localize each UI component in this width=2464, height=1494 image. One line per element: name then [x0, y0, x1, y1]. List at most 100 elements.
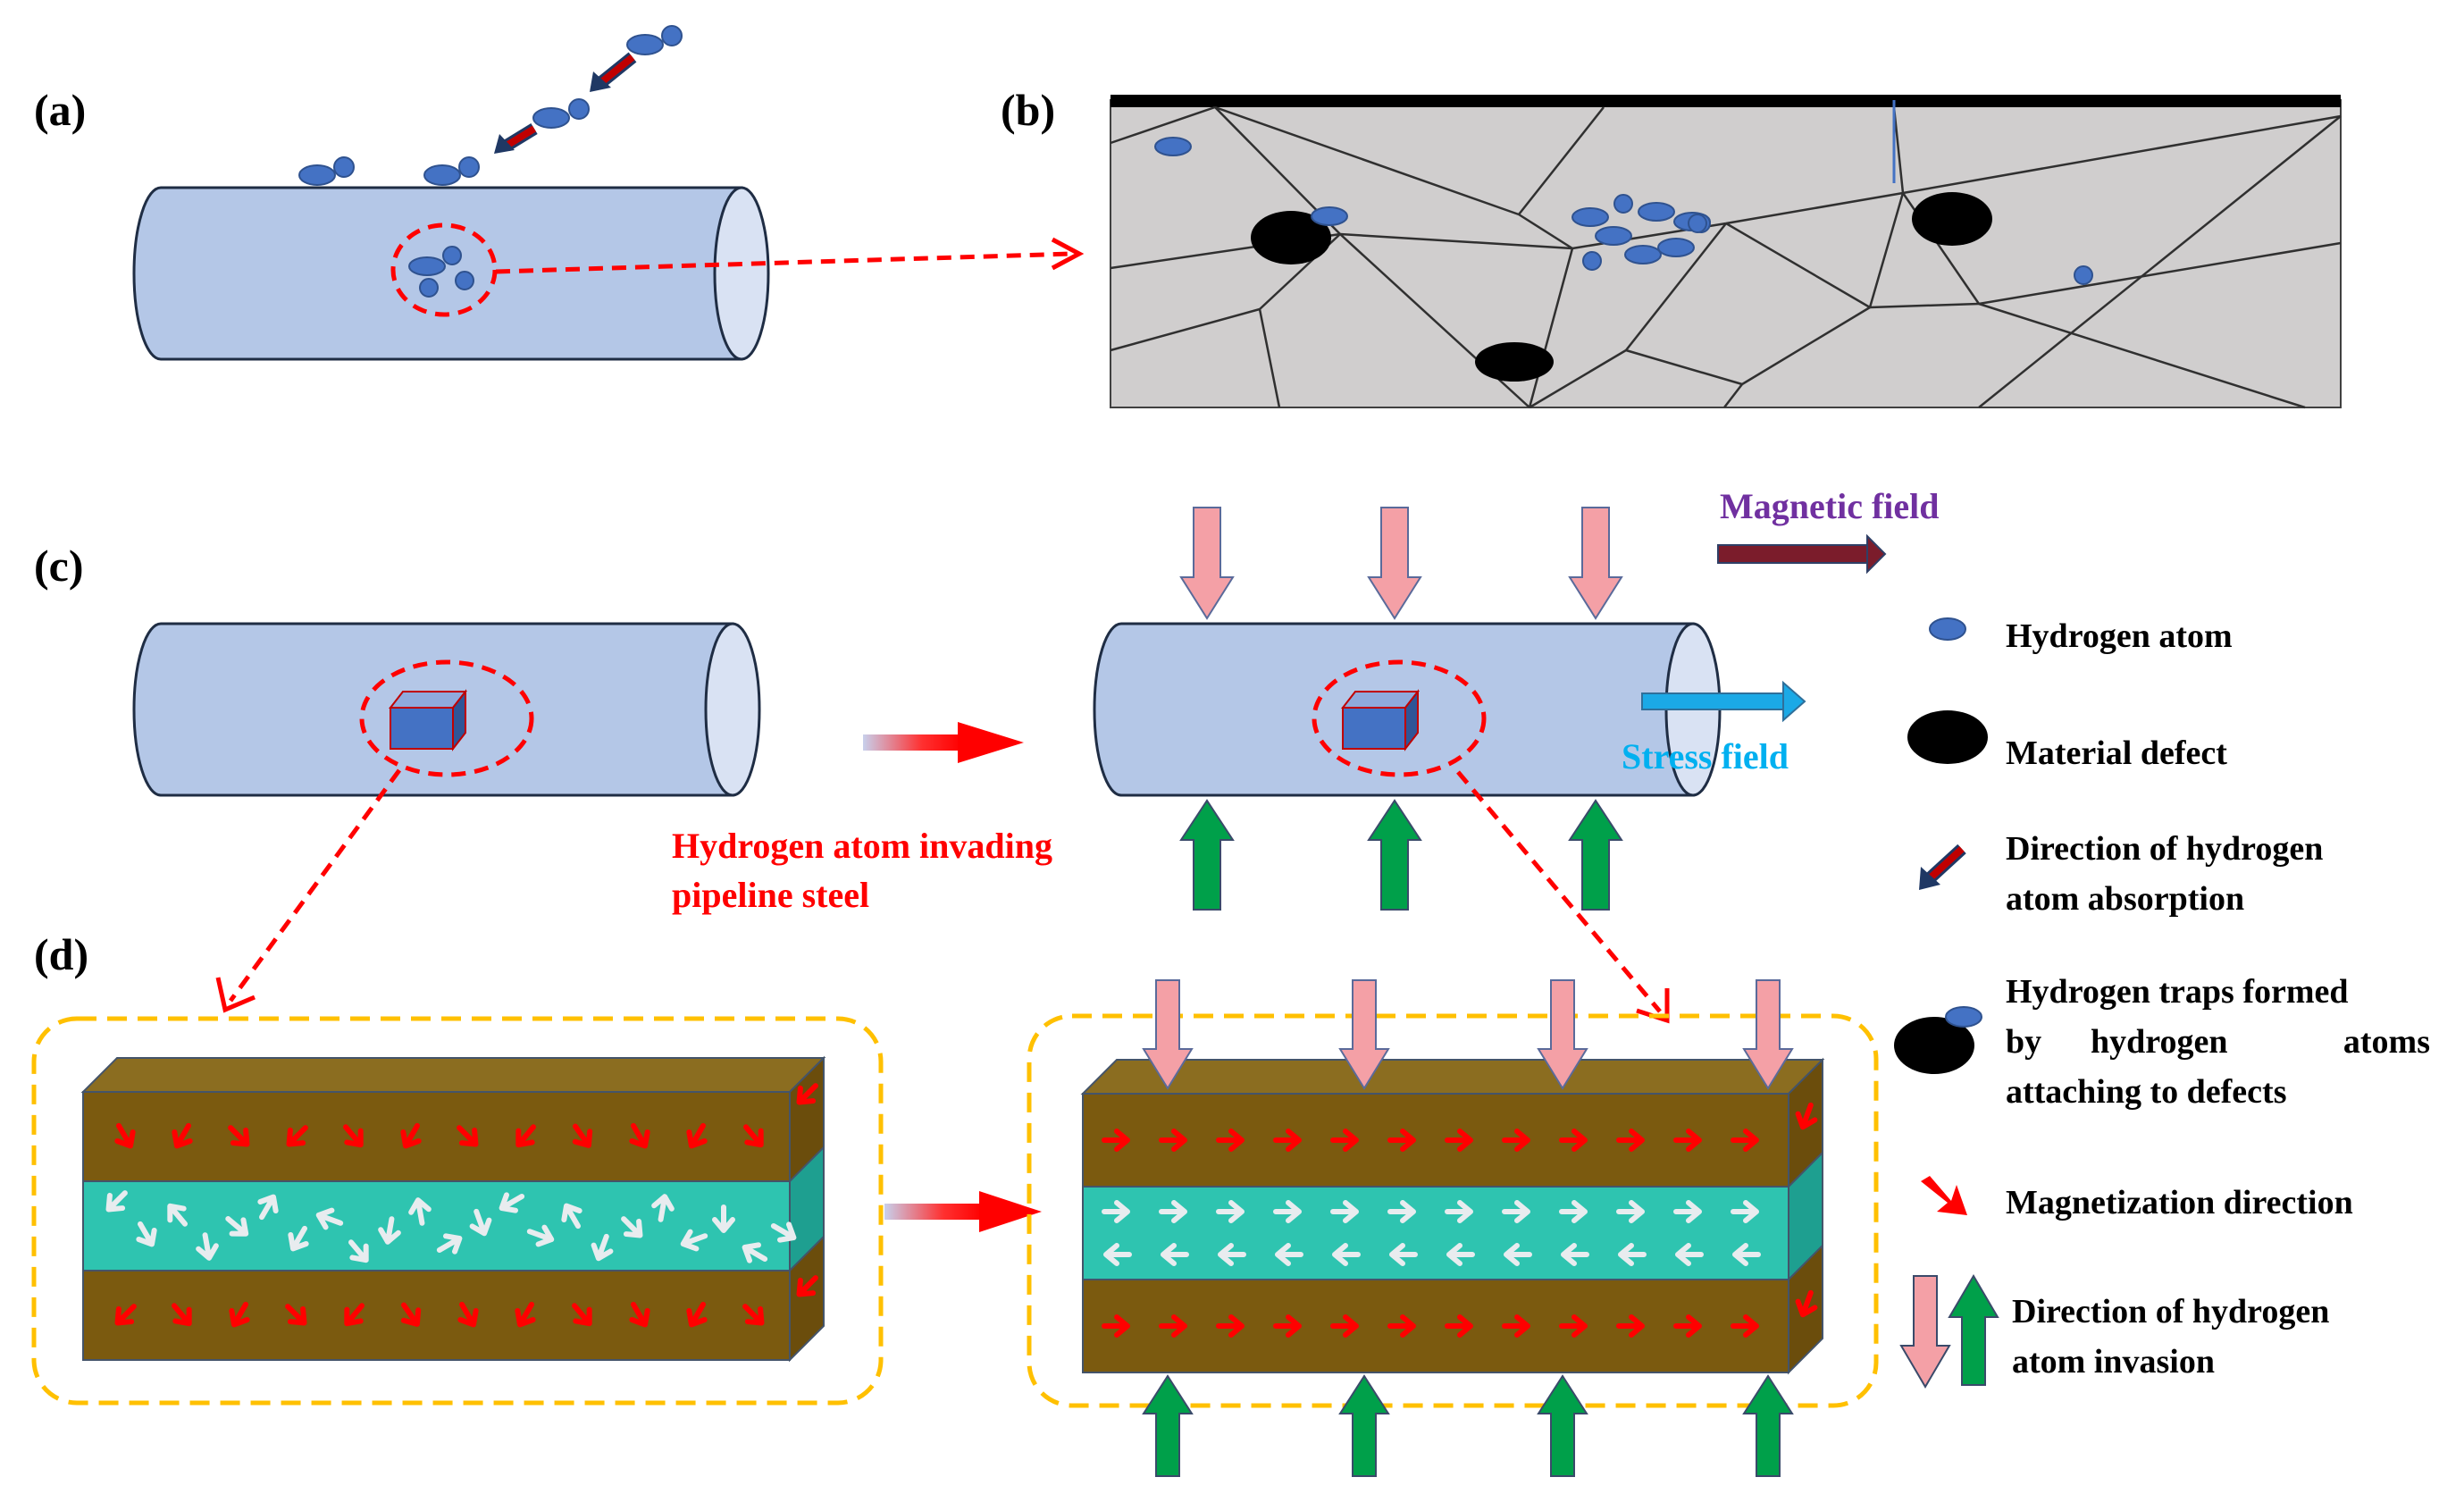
- domain-arrow: [436, 1233, 463, 1255]
- domain-arrow: [770, 1221, 797, 1243]
- invading-label-line1: Hydrogen atom invading: [672, 826, 1052, 866]
- magnetization-arrow: [743, 1124, 764, 1148]
- magnetization-arrow: [796, 1275, 818, 1297]
- magnetization-arrow: [1159, 1129, 1187, 1152]
- domain-arrow: [621, 1216, 643, 1238]
- pipe-c-right: [1093, 622, 1722, 797]
- domain-arrow: [315, 1207, 344, 1230]
- magnetization-arrow: [1273, 1129, 1302, 1152]
- magnetization-arrow: [1445, 1314, 1473, 1338]
- domain-arrow: [378, 1216, 401, 1245]
- pipe-a: [132, 186, 770, 361]
- domain-arrow: [1275, 1243, 1303, 1266]
- domain-arrow: [1561, 1243, 1589, 1266]
- magnetization-arrow: [1616, 1314, 1645, 1338]
- panel-label-d: (d): [34, 929, 88, 979]
- domain-arrow: [1504, 1243, 1532, 1266]
- legend-hydrogen-atom: Hydrogen atom: [2006, 617, 2233, 655]
- hydrogen-atoms-b: [1154, 137, 2093, 285]
- panel-label-a: (a): [34, 85, 86, 135]
- legend-invasion-line2: atom invasion: [2012, 1343, 2215, 1381]
- domain-arrow: [1332, 1243, 1361, 1266]
- green-invasion-arrows-c: [1179, 799, 1623, 911]
- domain-arrow: [105, 1190, 128, 1213]
- legend-magnetization: Magnetization direction: [2006, 1184, 2353, 1221]
- magnetization-arrows-d-right: [1102, 1102, 1818, 1338]
- absorption-arrow-icon: [1919, 844, 1966, 890]
- svg-text:atoms: atoms: [2343, 1023, 2430, 1061]
- domain-arrow: [1103, 1243, 1132, 1266]
- stress-field-label: Stress field: [1622, 736, 1789, 776]
- magnetization-arrow: [572, 1123, 593, 1148]
- hydrogen-trap-icon: [1894, 1006, 1982, 1074]
- magnetization-arrow: [1795, 1102, 1818, 1130]
- legend-traps-line3: attaching to defects: [2006, 1073, 2286, 1111]
- magnetization-arrow: [1616, 1129, 1645, 1152]
- magnetization-arrow: [1330, 1129, 1359, 1152]
- domain-arrow: [680, 1229, 708, 1252]
- hydrogen-atoms-a: [298, 25, 683, 186]
- magnetization-arrow: [343, 1124, 364, 1148]
- domain-arrow: [499, 1192, 525, 1213]
- magnetization-arrow: [114, 1304, 137, 1326]
- pink-invasion-arrows-d: [1142, 979, 1794, 1090]
- domain-arrow: [1616, 1200, 1645, 1223]
- magnetization-arrow: [228, 1125, 250, 1147]
- magnetization-arrow: [286, 1125, 308, 1147]
- domain-arrow: [408, 1197, 432, 1226]
- magnetization-arrow: [172, 1303, 192, 1327]
- legend-absorption-line2: atom absorption: [2006, 880, 2244, 918]
- magnetization-arrow: [400, 1122, 422, 1149]
- magnetization-arrow: [457, 1301, 479, 1328]
- invasion-arrows-icon: [1899, 1274, 1999, 1389]
- magnetization-arrow: [1731, 1314, 1759, 1338]
- svg-text:by: by: [2006, 1023, 2041, 1061]
- magnetization-arrow: [1102, 1314, 1130, 1338]
- panel-label-b: (b): [1001, 85, 1055, 135]
- magnetization-arrow: [1795, 1289, 1818, 1318]
- domain-arrow: [348, 1239, 369, 1263]
- magnetization-arrow: [515, 1124, 536, 1148]
- magnetization-arrow: [1216, 1314, 1245, 1338]
- magnetization-arrow: [515, 1301, 536, 1328]
- magnetization-arrow: [114, 1122, 136, 1149]
- panel-label-c: (c): [34, 541, 84, 591]
- domain-arrow: [1218, 1243, 1246, 1266]
- legend-absorption-line1: Direction of hydrogen: [2006, 830, 2323, 868]
- magnetization-arrow: [686, 1122, 708, 1149]
- layer-block-d-left: [80, 1055, 826, 1363]
- domain-arrow: [1330, 1200, 1359, 1223]
- magnetization-arrow: [1330, 1314, 1359, 1338]
- magnetization-arrow-icon: [1921, 1176, 1967, 1215]
- domain-arrow: [1445, 1200, 1473, 1223]
- domain-arrow: [1159, 1200, 1187, 1223]
- magnetic-field-arrow: [1717, 533, 1887, 575]
- dashed-focus-circle-a: [390, 222, 498, 317]
- magnetic-field-label: Magnetic field: [1720, 486, 1940, 526]
- domain-arrow: [1559, 1200, 1588, 1223]
- domain-arrow: [1161, 1243, 1189, 1266]
- legend-material-defect: Material defect: [2006, 734, 2227, 772]
- layer-block-d-right: [1080, 1057, 1825, 1375]
- domain-arrow: [1731, 1200, 1759, 1223]
- magnetization-arrows-d-left: [105, 1083, 818, 1328]
- domain-arrow: [1502, 1200, 1530, 1223]
- magnetization-arrow: [1559, 1314, 1588, 1338]
- magnetization-arrow: [1673, 1314, 1702, 1338]
- magnetization-arrow: [1731, 1129, 1759, 1152]
- magnetization-arrow: [1387, 1129, 1416, 1152]
- domain-arrow: [136, 1221, 157, 1247]
- magnetization-arrow: [629, 1122, 650, 1149]
- transition-arrow-c: [863, 722, 1024, 763]
- invading-label-line2: pipeline steel: [672, 875, 869, 915]
- svg-text:hydrogen: hydrogen: [2091, 1023, 2227, 1061]
- legend-traps-line1: Hydrogen traps formed: [2006, 973, 2349, 1011]
- domain-arrow: [526, 1224, 555, 1247]
- pipe-c-left: [132, 622, 761, 797]
- domain-arrow: [257, 1194, 279, 1221]
- magnetization-arrow: [1102, 1129, 1130, 1152]
- magnetization-arrow: [1159, 1314, 1187, 1338]
- pink-invasion-arrows-c: [1179, 507, 1623, 620]
- domain-arrow: [1675, 1243, 1704, 1266]
- domain-arrow: [469, 1208, 492, 1237]
